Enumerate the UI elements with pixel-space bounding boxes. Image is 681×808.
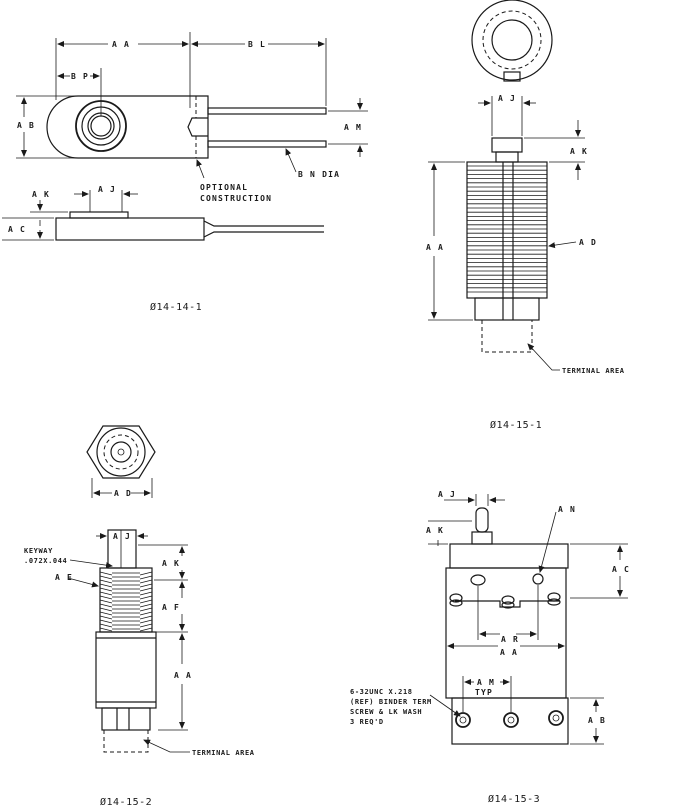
dim-ac-4: A C (612, 565, 630, 574)
fig1-top-view (46, 95, 327, 159)
dim-ak: A K (32, 190, 50, 199)
thread-line (99, 603, 153, 608)
thread-line (99, 627, 153, 632)
thread-line (99, 579, 153, 584)
note-line-3: SCREW & LK WASH (350, 708, 422, 716)
dim-aa-4: A A (500, 648, 518, 657)
thread-line (99, 607, 153, 612)
figure-014-14-1: A A B L B P A B A M B N DIA OPTIONAL CON… (2, 32, 368, 313)
dim-aa-3: A A (174, 671, 192, 680)
label-typ: TYP (475, 688, 493, 697)
dim-aa: A A (112, 40, 130, 49)
caption-fig1: Ø14-14-1 (150, 301, 202, 313)
dim-aj-3: A J (113, 532, 131, 541)
dim-ad-3: A D (114, 489, 132, 498)
fig4-slots (470, 573, 544, 586)
dim-bl: B L (248, 40, 266, 49)
label-bn-dia: B N DIA (298, 170, 340, 179)
label-keyway-size: .072X.044 (24, 557, 67, 565)
note-line-4: 3 REQ'D (350, 718, 384, 726)
dim-ar: A R (501, 635, 519, 644)
note-line-2: (REF) BINDER TERM (350, 698, 432, 706)
label-terminal-area-3: TERMINAL AREA (192, 749, 255, 757)
dim-aj-2: A J (498, 94, 516, 103)
fig4-screws-top (449, 592, 561, 609)
dim-aa-2: A A (426, 243, 444, 252)
dim-bp: B P (71, 72, 89, 81)
thread-line (99, 615, 153, 620)
label-optional: OPTIONAL (200, 183, 248, 192)
thread-line (99, 619, 153, 624)
dim-am-4: A M (477, 678, 495, 687)
fig3-thread-body (99, 567, 153, 633)
dim-aj: A J (98, 185, 116, 194)
thread-line (99, 591, 153, 596)
fig2-fin-body (466, 161, 548, 353)
thread-line (99, 599, 153, 604)
fig2-end-view (471, 0, 553, 82)
dim-ab-4: A B (588, 716, 606, 725)
thread-line (99, 575, 153, 580)
label-ad: A D (579, 238, 597, 247)
note-line-1: 6-32UNC X.218 (350, 688, 413, 696)
thread-line (99, 623, 153, 628)
thread-line (99, 583, 153, 588)
thread-line (99, 587, 153, 592)
dim-am: A M (344, 123, 362, 132)
dim-ak-4: A K (426, 526, 444, 535)
dim-ak-3: A K (162, 559, 180, 568)
dim-ak-2: A K (570, 147, 588, 156)
thread-line (99, 571, 153, 576)
thread-line (99, 595, 153, 600)
label-construction: CONSTRUCTION (200, 194, 272, 203)
caption-fig3: Ø14-15-2 (100, 796, 152, 808)
dim-af: A F (162, 603, 180, 612)
fig3-hex-view (86, 425, 156, 479)
dim-aj-4: A J (438, 490, 456, 499)
figure-014-15-1: A J A K A A A D TERMINAL AREA Ø14-15-1 (426, 0, 625, 431)
label-terminal-area: TERMINAL AREA (562, 367, 625, 375)
dim-ab: A B (17, 121, 35, 130)
label-ae: A E (55, 573, 73, 582)
figure-014-15-2: A D A J A K A F A A (24, 425, 255, 808)
label-an: A N (558, 505, 576, 514)
caption-fig4: Ø14-15-3 (488, 793, 540, 805)
figure-014-15-3: A J A K A N A C A R A A A M TYP (350, 490, 630, 805)
label-keyway: KEYWAY (24, 547, 53, 555)
caption-fig2: Ø14-15-1 (490, 419, 542, 431)
fig1-side-view (55, 190, 324, 241)
dim-ac: A C (8, 225, 26, 234)
thread-line (99, 611, 153, 616)
fig4-terminals (455, 710, 564, 728)
